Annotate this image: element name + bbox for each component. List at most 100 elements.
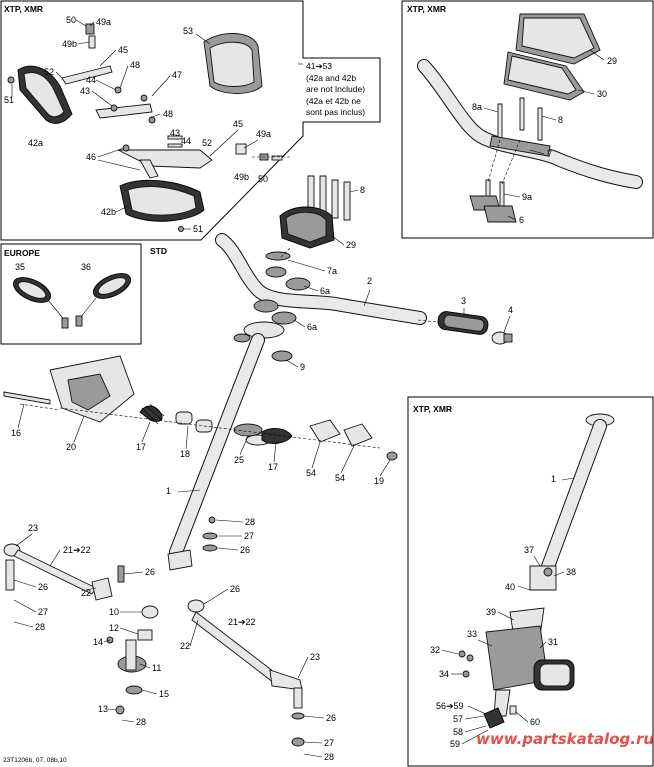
callout-31: 31 (548, 637, 558, 647)
riser-cover-29 (279, 206, 335, 249)
callout-8: 8 (360, 185, 365, 195)
callout-29: 29 (346, 240, 356, 250)
callout-7: 7 (547, 149, 552, 159)
callout-47: 47 (172, 70, 182, 80)
pitman-assembly (106, 605, 159, 715)
callout-22: 22 (180, 641, 190, 651)
callout-28: 28 (324, 752, 334, 762)
callout-35: 35 (15, 262, 25, 272)
callout-14: 14 (93, 637, 103, 647)
callout-52: 52 (44, 67, 54, 77)
callout-8: 8 (558, 115, 563, 125)
callout-27: 27 (244, 531, 254, 541)
panel-frame-europe (0, 243, 142, 345)
callout-11: 11 (152, 663, 161, 673)
end-plug-4 (491, 331, 513, 345)
handguard-brackets (61, 65, 213, 179)
callout-26: 26 (230, 584, 240, 594)
callout-54: 54 (335, 473, 345, 483)
lever-17b (261, 428, 293, 444)
cover-53 (203, 33, 263, 94)
callout-33: 33 (467, 629, 477, 639)
panel-title-top-right: XTP, XMR (407, 4, 446, 14)
panel-frame-top-left (0, 0, 381, 241)
handguard-upper (17, 65, 73, 124)
figure-code: 23T1206b, 07, 08b,10 (3, 757, 67, 764)
bushing-18 (175, 411, 213, 433)
callout-1: 1 (166, 486, 171, 496)
riser-bolts-8 (307, 175, 351, 221)
kit-note: 41➔53 (42a and 42b are not Include) (42a… (306, 61, 365, 117)
callout-44: 44 (181, 136, 191, 146)
callout-49a: 49a (96, 17, 111, 27)
callout-21-22: 21➔22 (228, 617, 256, 627)
callout-52: 52 (202, 138, 212, 148)
callout-28: 28 (35, 622, 45, 632)
panel-title-europe: EUROPE (4, 248, 40, 258)
panel-title-std: STD (150, 246, 167, 256)
callout-60: 60 (530, 717, 540, 727)
bolt-16 (3, 391, 61, 411)
tie-rod-left (3, 543, 125, 601)
callout-45: 45 (233, 119, 243, 129)
callout-26: 26 (240, 545, 250, 555)
svg-text:are not Include): are not Include) (306, 84, 365, 94)
callout-50: 50 (66, 15, 76, 25)
callout-54: 54 (306, 468, 316, 478)
spring-17 (139, 403, 165, 425)
riser-cover-29-xtp (515, 13, 601, 65)
callout-13: 13 (98, 704, 108, 714)
callout-17: 17 (136, 442, 146, 452)
top-left-leaders (11, 19, 290, 230)
callout-2: 2 (367, 276, 372, 286)
tie-rod-right (187, 599, 305, 747)
mirror-right-36 (75, 273, 132, 327)
callout-59: 59 (450, 739, 460, 749)
svg-text:41➔53: 41➔53 (306, 61, 332, 71)
callout-6a: 6a (307, 322, 317, 332)
callout-49a: 49a (256, 129, 271, 139)
callout-10: 10 (109, 607, 119, 617)
handguard-lower (119, 179, 205, 222)
callout-12: 12 (109, 623, 119, 633)
callout-25: 25 (234, 455, 244, 465)
callout-39: 39 (486, 607, 496, 617)
callout-1: 1 (551, 474, 556, 484)
panel-title-bottom-right: XTP, XMR (413, 404, 452, 414)
callout-9: 9 (300, 362, 305, 372)
callout-26: 26 (38, 582, 48, 592)
callout-49b: 49b (62, 39, 77, 49)
column-xtp (529, 413, 615, 591)
callout-46: 46 (86, 152, 96, 162)
callout-16: 16 (11, 428, 21, 438)
svg-text:(42a and 42b: (42a and 42b (306, 73, 356, 83)
callout-26: 26 (145, 567, 155, 577)
callout-28: 28 (136, 717, 146, 727)
callout-6: 6 (519, 215, 524, 225)
callout-43: 43 (80, 86, 90, 96)
callout-6a: 6a (320, 286, 330, 296)
svg-text:(42a et 42b ne: (42a et 42b ne (306, 96, 361, 106)
callout-18: 18 (180, 449, 190, 459)
callout-53: 53 (183, 26, 193, 36)
callout-51: 51 (193, 224, 203, 234)
callout-30: 30 (597, 89, 607, 99)
callout-3: 3 (461, 296, 466, 306)
callout-43: 43 (170, 128, 180, 138)
panel-title-top-left: XTP, XMR (4, 4, 43, 14)
callout-34: 34 (439, 669, 449, 679)
callout-9a: 9a (522, 192, 532, 202)
pad-30 (503, 51, 585, 101)
steering-column-1 (169, 333, 265, 559)
xtp-clamps (469, 135, 551, 223)
top-right-leaders (483, 49, 605, 221)
callout-23: 23 (28, 523, 38, 533)
mirror-left-35 (12, 277, 69, 329)
lower-leaders (13, 519, 325, 758)
callout-20: 20 (66, 442, 76, 452)
callout-28: 28 (245, 517, 255, 527)
bottom-right-leaders (441, 477, 575, 745)
gear-housing-xtp (485, 607, 575, 717)
callout-17: 17 (268, 462, 278, 472)
callout-37: 37 (524, 545, 534, 555)
